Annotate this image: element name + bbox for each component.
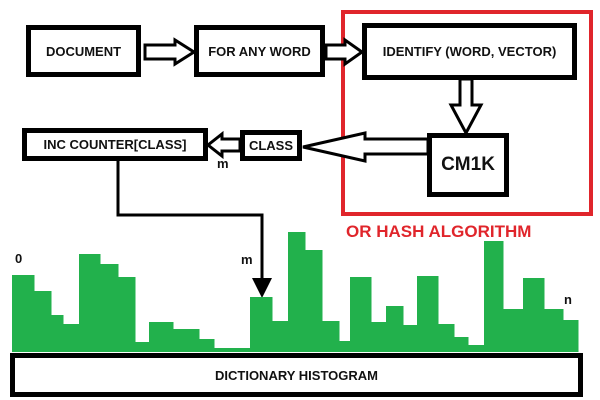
- histogram-bar-28: [503, 309, 524, 352]
- arrow-word-to-identify: [324, 37, 365, 67]
- histogram-bar-30: [544, 309, 564, 352]
- histogram-bar-3: [51, 315, 64, 352]
- histogram-bar-17: [322, 321, 340, 352]
- label-or-hash-algorithm: OR HASH ALGORITHM: [346, 222, 532, 241]
- histogram-bar-5: [79, 254, 101, 352]
- histogram-bar-13: [250, 297, 273, 352]
- histogram-bar-10: [173, 329, 200, 352]
- label-zero: 0: [15, 251, 23, 266]
- histogram-bar-2: [34, 291, 52, 352]
- histogram-bar-7: [118, 277, 136, 352]
- histogram-bar-31: [563, 320, 579, 352]
- node-identify: IDENTIFY (WORD, VECTOR): [362, 23, 577, 80]
- histogram-bar-18: [339, 341, 351, 352]
- histogram-bar-24: [438, 324, 455, 352]
- arrow-cm1k-to-class: [302, 131, 430, 163]
- node-inc-counter: INC COUNTER[CLASS]: [22, 128, 208, 161]
- hash-region-outline: [341, 10, 593, 216]
- histogram-bar-20: [371, 322, 387, 352]
- histogram-bar-8: [135, 342, 150, 352]
- histogram-bars: [12, 232, 579, 352]
- label-n: n: [564, 292, 572, 307]
- histogram-bar-1: [12, 275, 35, 352]
- histogram-bar-23: [417, 276, 439, 352]
- arrowhead-histogram: [252, 278, 272, 298]
- histogram-bar-9: [149, 322, 174, 352]
- histogram-bar-25: [454, 337, 469, 352]
- arrow-document-to-word: [143, 37, 197, 67]
- histogram-bar-16: [305, 250, 323, 352]
- connector-counter-to-histogram: [116, 160, 264, 282]
- node-for-any-word: FOR ANY WORD: [194, 25, 325, 77]
- label-m-histogram: m: [241, 252, 253, 267]
- histogram-bar-12: [214, 348, 251, 352]
- node-document: DOCUMENT: [26, 25, 141, 77]
- arrow-class-to-counter: [205, 130, 242, 160]
- histogram-bar-29: [523, 278, 545, 352]
- node-cm1k: CM1K: [427, 133, 509, 197]
- arrow-identify-to-cm1k: [448, 77, 484, 137]
- label-m-class: m: [217, 156, 229, 171]
- histogram-bar-22: [403, 325, 418, 352]
- node-dictionary-histogram: DICTIONARY HISTOGRAM: [10, 353, 583, 397]
- histogram-bar-19: [350, 277, 372, 352]
- histogram-bar-27: [484, 241, 504, 352]
- histogram-bar-6: [100, 264, 119, 352]
- histogram-bar-11: [199, 339, 215, 352]
- histogram-bar-14: [272, 321, 289, 352]
- histogram-bar-21: [386, 306, 404, 352]
- histogram-bar-4: [63, 324, 80, 352]
- node-class: CLASS: [240, 130, 302, 161]
- histogram-bar-15: [288, 232, 306, 352]
- histogram-bar-26: [468, 345, 485, 352]
